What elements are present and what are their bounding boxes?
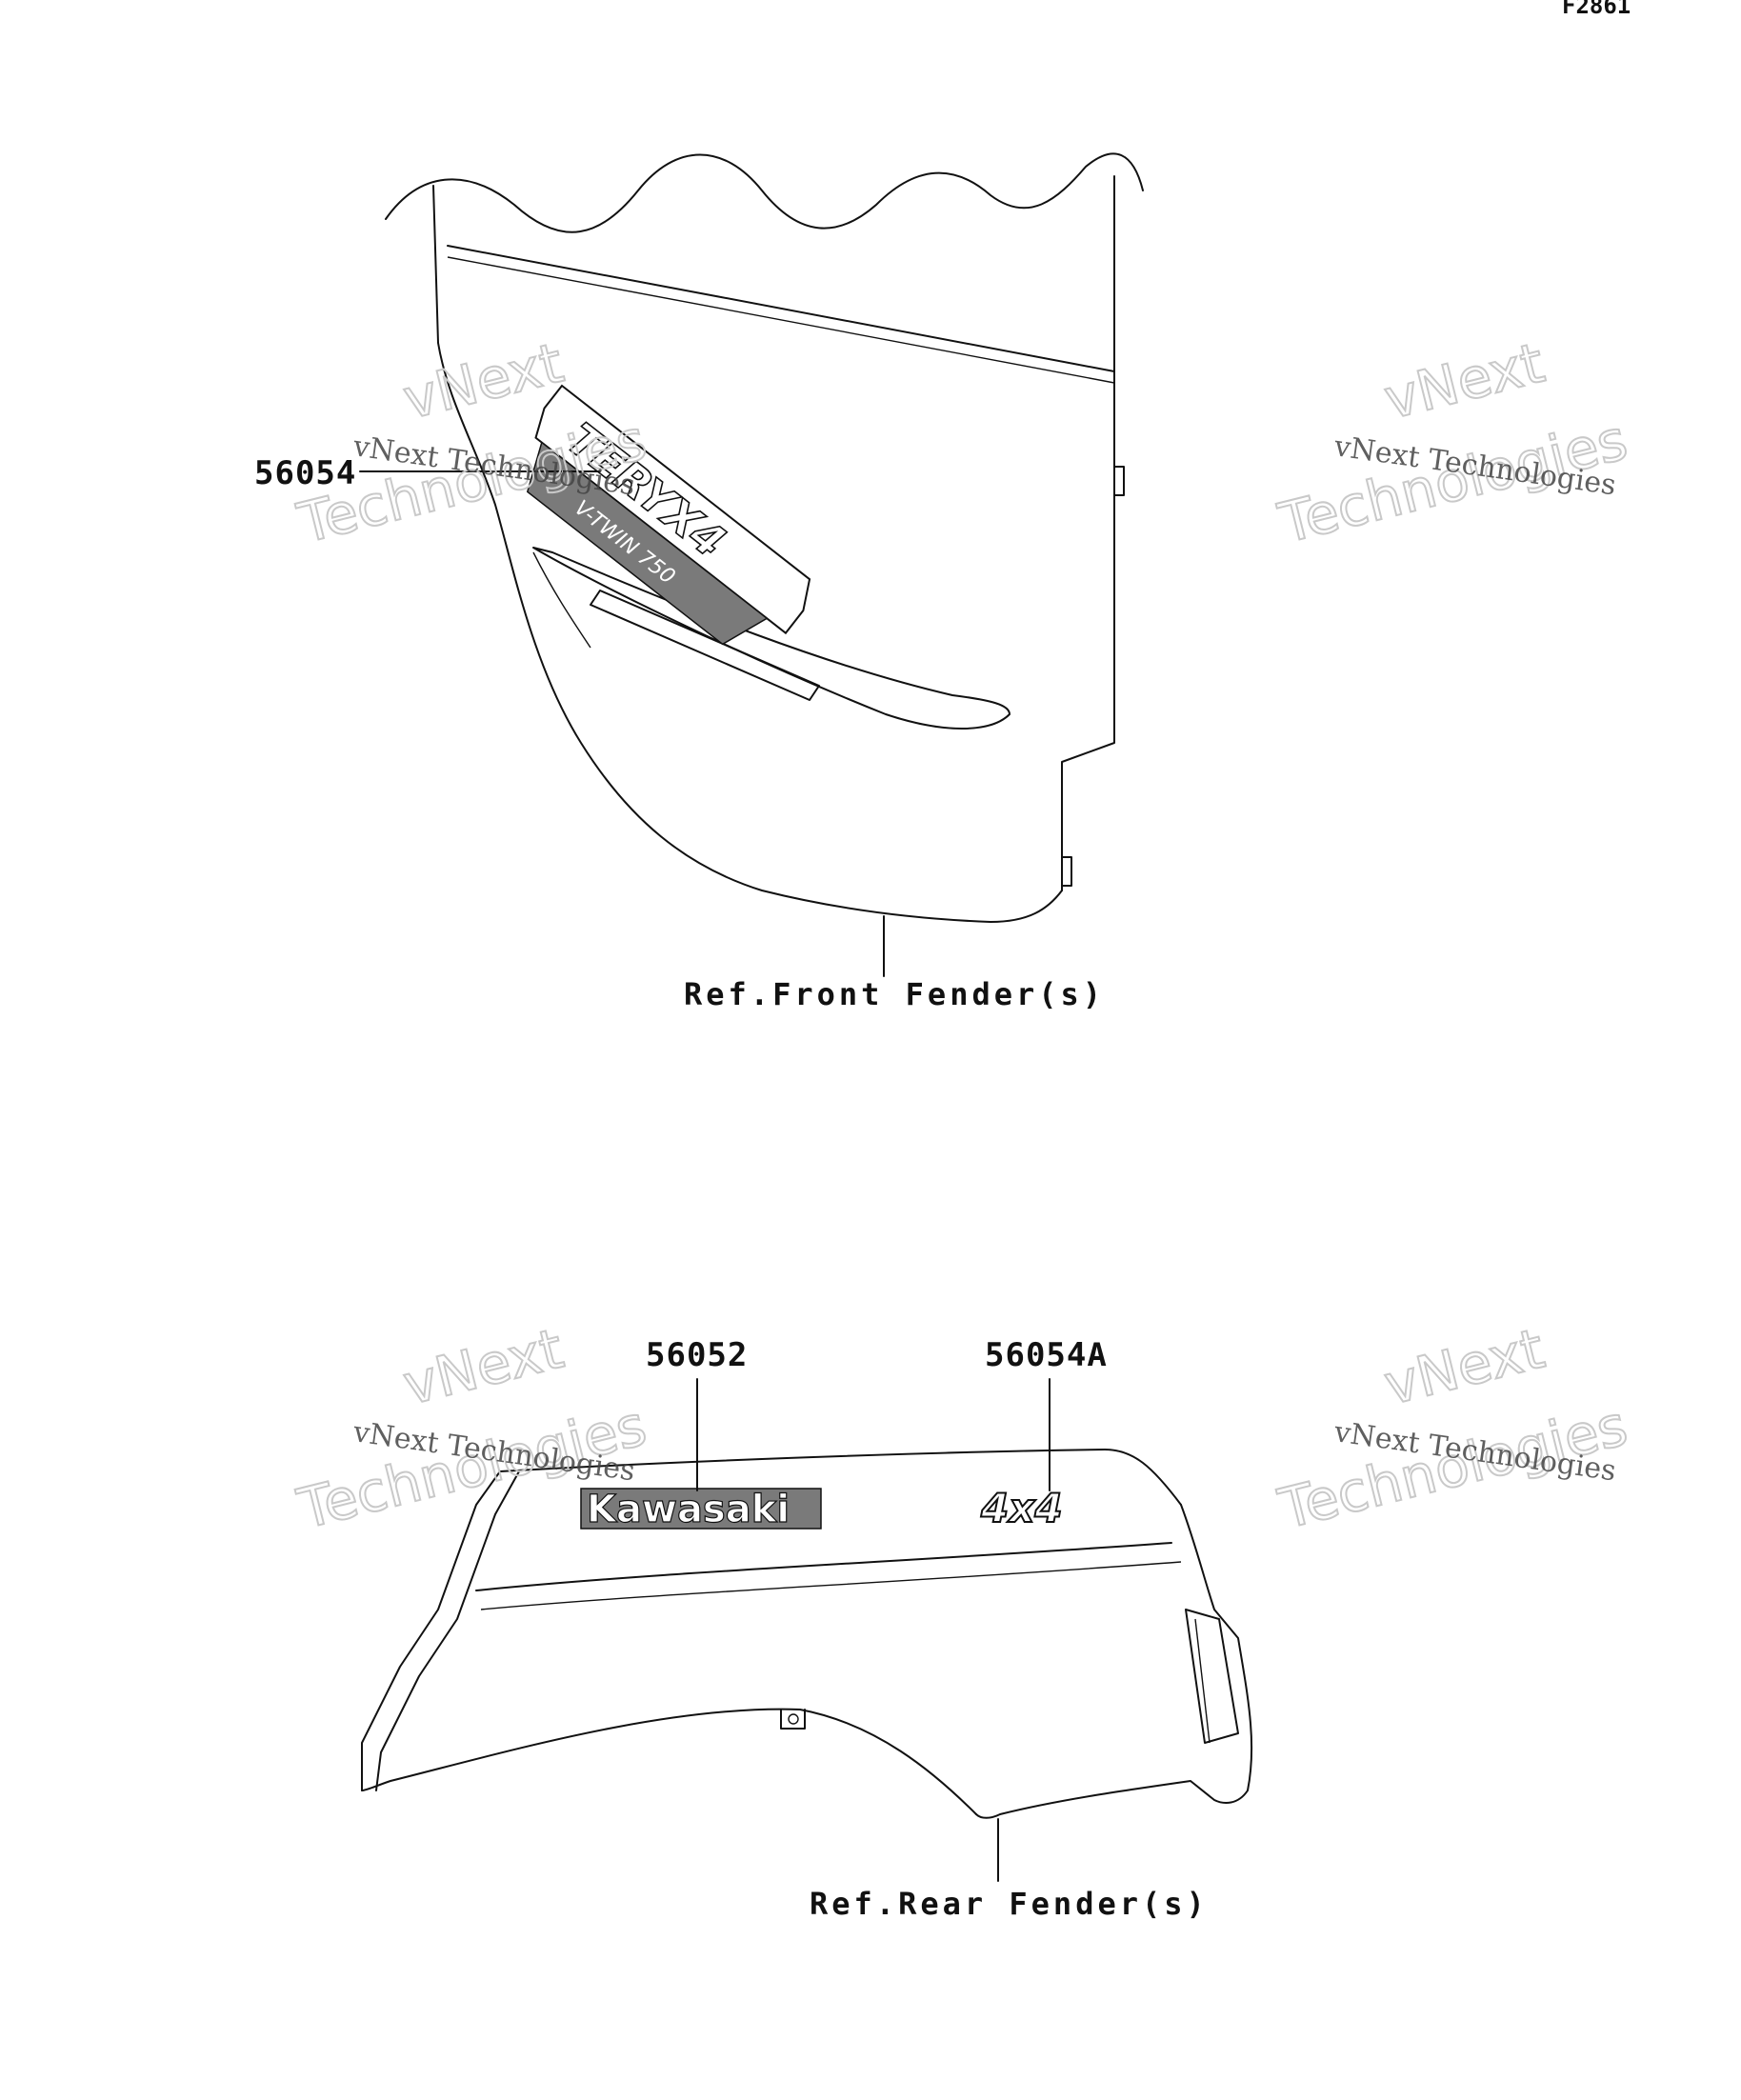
- svg-text:vNext: vNext: [1378, 1316, 1551, 1418]
- rear-fender-ref-label[interactable]: Ref.Rear Fender(s): [810, 1886, 1209, 1922]
- rear-part-number-2[interactable]: 56054A: [985, 1336, 1108, 1374]
- four-by-four-decal-text: 4x4: [980, 1485, 1063, 1531]
- kawasaki-decal-text: Kawasaki: [587, 1488, 790, 1531]
- svg-text:vNext: vNext: [397, 1316, 570, 1418]
- watermark-bottom-right: vNext Technologies vNext Technologies: [1271, 1315, 1634, 1543]
- rear-fender-drawing: Kawasaki 4x4: [361, 1449, 1253, 1819]
- svg-text:vNext: vNext: [1378, 330, 1551, 432]
- rear-part-number-1[interactable]: 56052: [646, 1336, 748, 1374]
- front-part-number[interactable]: 56054: [254, 454, 356, 492]
- front-fender-drawing: TERYX4 V-TWIN 750: [385, 152, 1144, 923]
- front-fender-ref-label[interactable]: Ref.Front Fender(s): [684, 976, 1105, 1012]
- figure-code: F2861: [1562, 0, 1631, 19]
- watermark-top-right: vNext Technologies vNext Technologies: [1271, 330, 1634, 557]
